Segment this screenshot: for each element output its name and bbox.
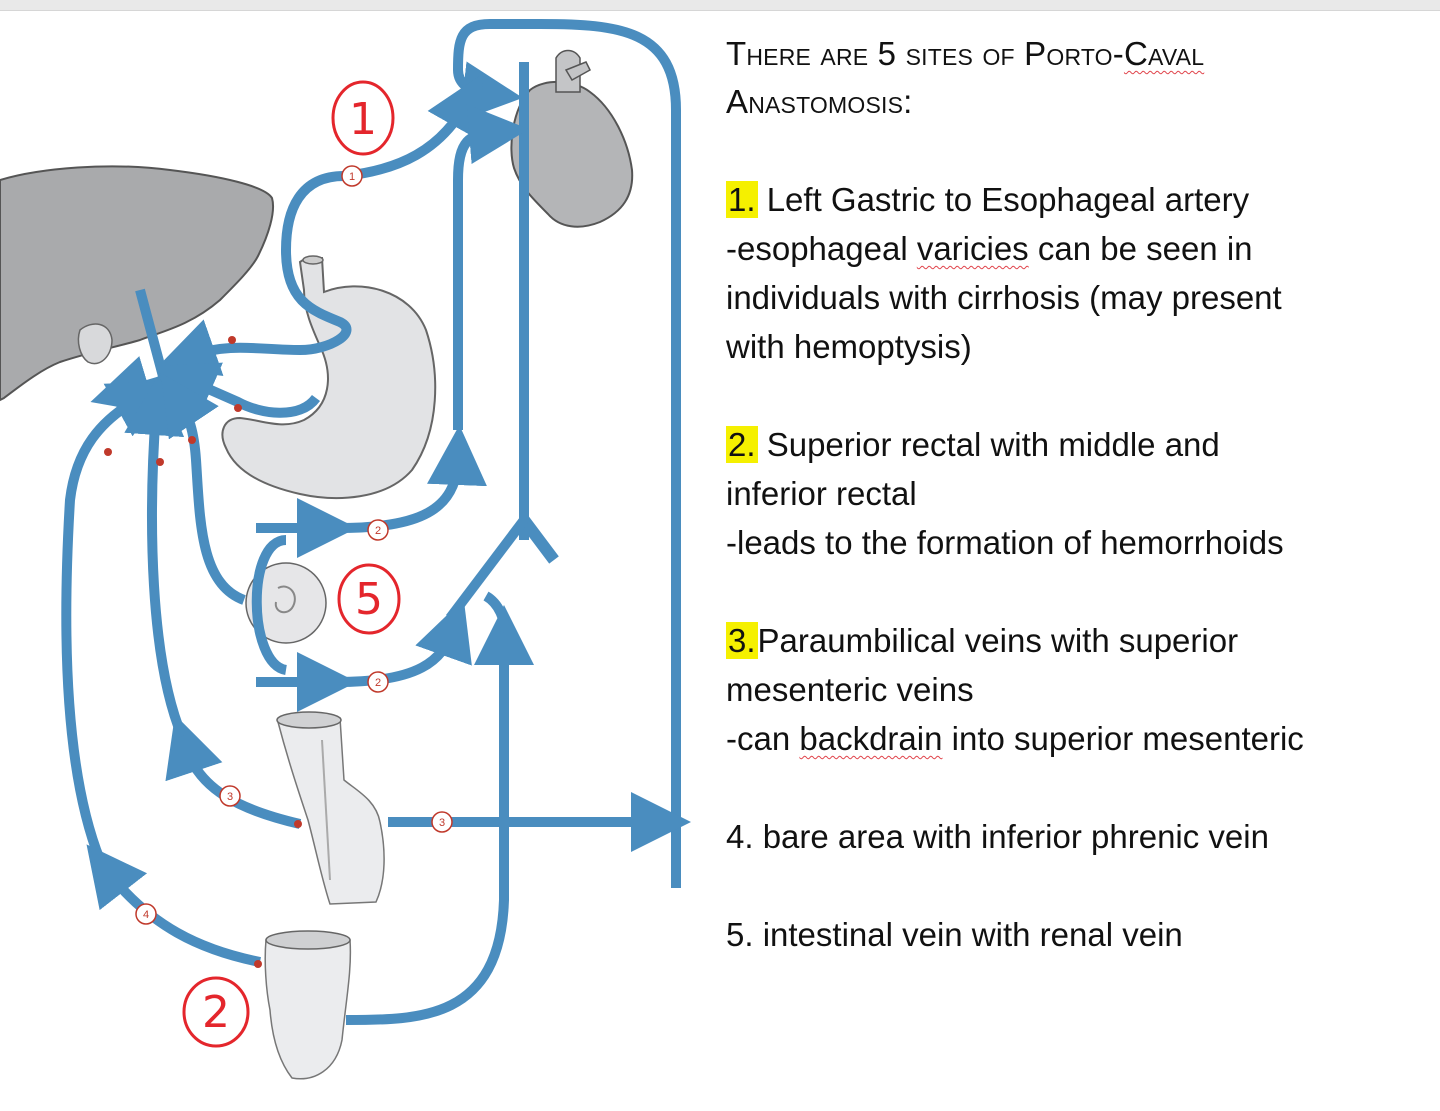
site-3: 3.Paraumbilical veins with superior mese… xyxy=(726,616,1426,763)
handwritten-label-2-text: 2 xyxy=(202,987,230,1038)
handwritten-label-1-text: 1 xyxy=(349,94,377,145)
site-3-heading: Paraumbilical veins with superior xyxy=(757,622,1239,659)
site-1-heading: Left Gastric to Esophageal artery xyxy=(757,181,1250,218)
marker-2b: 2 xyxy=(367,671,389,693)
colon-illustration xyxy=(276,711,385,905)
site-2: 2. Superior rectal with middle and infer… xyxy=(726,420,1426,567)
marker-4-label: 4 xyxy=(143,909,149,921)
site-4-text: 4. bare area with inferior phrenic vein xyxy=(726,818,1269,855)
porto-caval-diagram: 1 2 2 3 3 4 1 5 xyxy=(0,19,691,1080)
handwritten-label-2: 2 xyxy=(182,976,250,1048)
heart-illustration xyxy=(510,49,634,228)
site-3-number: 3. xyxy=(726,622,758,659)
site-5: 5. intestinal vein with renal vein xyxy=(726,910,1426,959)
marker-2a: 2 xyxy=(367,519,389,541)
site-3-line-1: mesenteric veins xyxy=(726,671,974,708)
vein-network xyxy=(61,19,691,1025)
handwritten-label-5: 5 xyxy=(337,563,401,635)
site-1: 1. Left Gastric to Esophageal artery -es… xyxy=(726,175,1426,371)
window-top-bar xyxy=(0,0,1440,11)
marker-1: 1 xyxy=(341,165,363,187)
title-line-2: Anastomosis: xyxy=(726,83,913,120)
site-2-line-2: -leads to the formation of hemorrhoids xyxy=(726,524,1284,561)
liver-illustration xyxy=(0,165,274,402)
rectum-illustration xyxy=(264,930,352,1080)
marker-4: 4 xyxy=(135,903,157,925)
handwritten-label-1: 1 xyxy=(331,80,395,156)
title-spell-flag: Caval xyxy=(1123,35,1205,72)
title-text: There are 5 sites of Porto- xyxy=(726,35,1124,72)
marker-2b-label: 2 xyxy=(375,677,381,689)
marker-3a: 3 xyxy=(219,785,241,807)
marker-3a-label: 3 xyxy=(227,791,233,803)
marker-3b: 3 xyxy=(431,811,453,833)
site-1-line-1: -esophageal xyxy=(726,230,917,267)
site-1-line-3: with hemoptysis) xyxy=(726,328,972,365)
stomach-illustration xyxy=(221,255,437,499)
site-1-number: 1. xyxy=(726,181,758,218)
site-3-spell-flag: backdrain xyxy=(799,720,943,757)
handwritten-label-5-text: 5 xyxy=(355,574,383,625)
site-5-text: 5. intestinal vein with renal vein xyxy=(726,916,1183,953)
marker-1-label: 1 xyxy=(349,171,355,183)
anus-illustration xyxy=(245,562,327,644)
site-1-line-1-end: can be seen in xyxy=(1028,230,1253,267)
marker-3b-label: 3 xyxy=(439,817,445,829)
site-3-line-2-end: into superior mesenteric xyxy=(942,720,1304,757)
site-2-number: 2. xyxy=(726,426,758,463)
site-3-line-2: -can xyxy=(726,720,800,757)
title-line-1: There are 5 sites of Porto-Caval xyxy=(726,30,1426,78)
vein-dots xyxy=(104,336,302,968)
site-2-heading: Superior rectal with middle and xyxy=(757,426,1220,463)
site-2-line-1: inferior rectal xyxy=(726,475,917,512)
site-4: 4. bare area with inferior phrenic vein xyxy=(726,812,1426,861)
site-1-line-2: individuals with cirrhosis (may present xyxy=(726,279,1282,316)
text-panel: There are 5 sites of Porto-Caval Anastom… xyxy=(726,30,1426,959)
marker-2a-label: 2 xyxy=(375,525,381,537)
site-1-spell-flag: varicies xyxy=(916,230,1029,267)
